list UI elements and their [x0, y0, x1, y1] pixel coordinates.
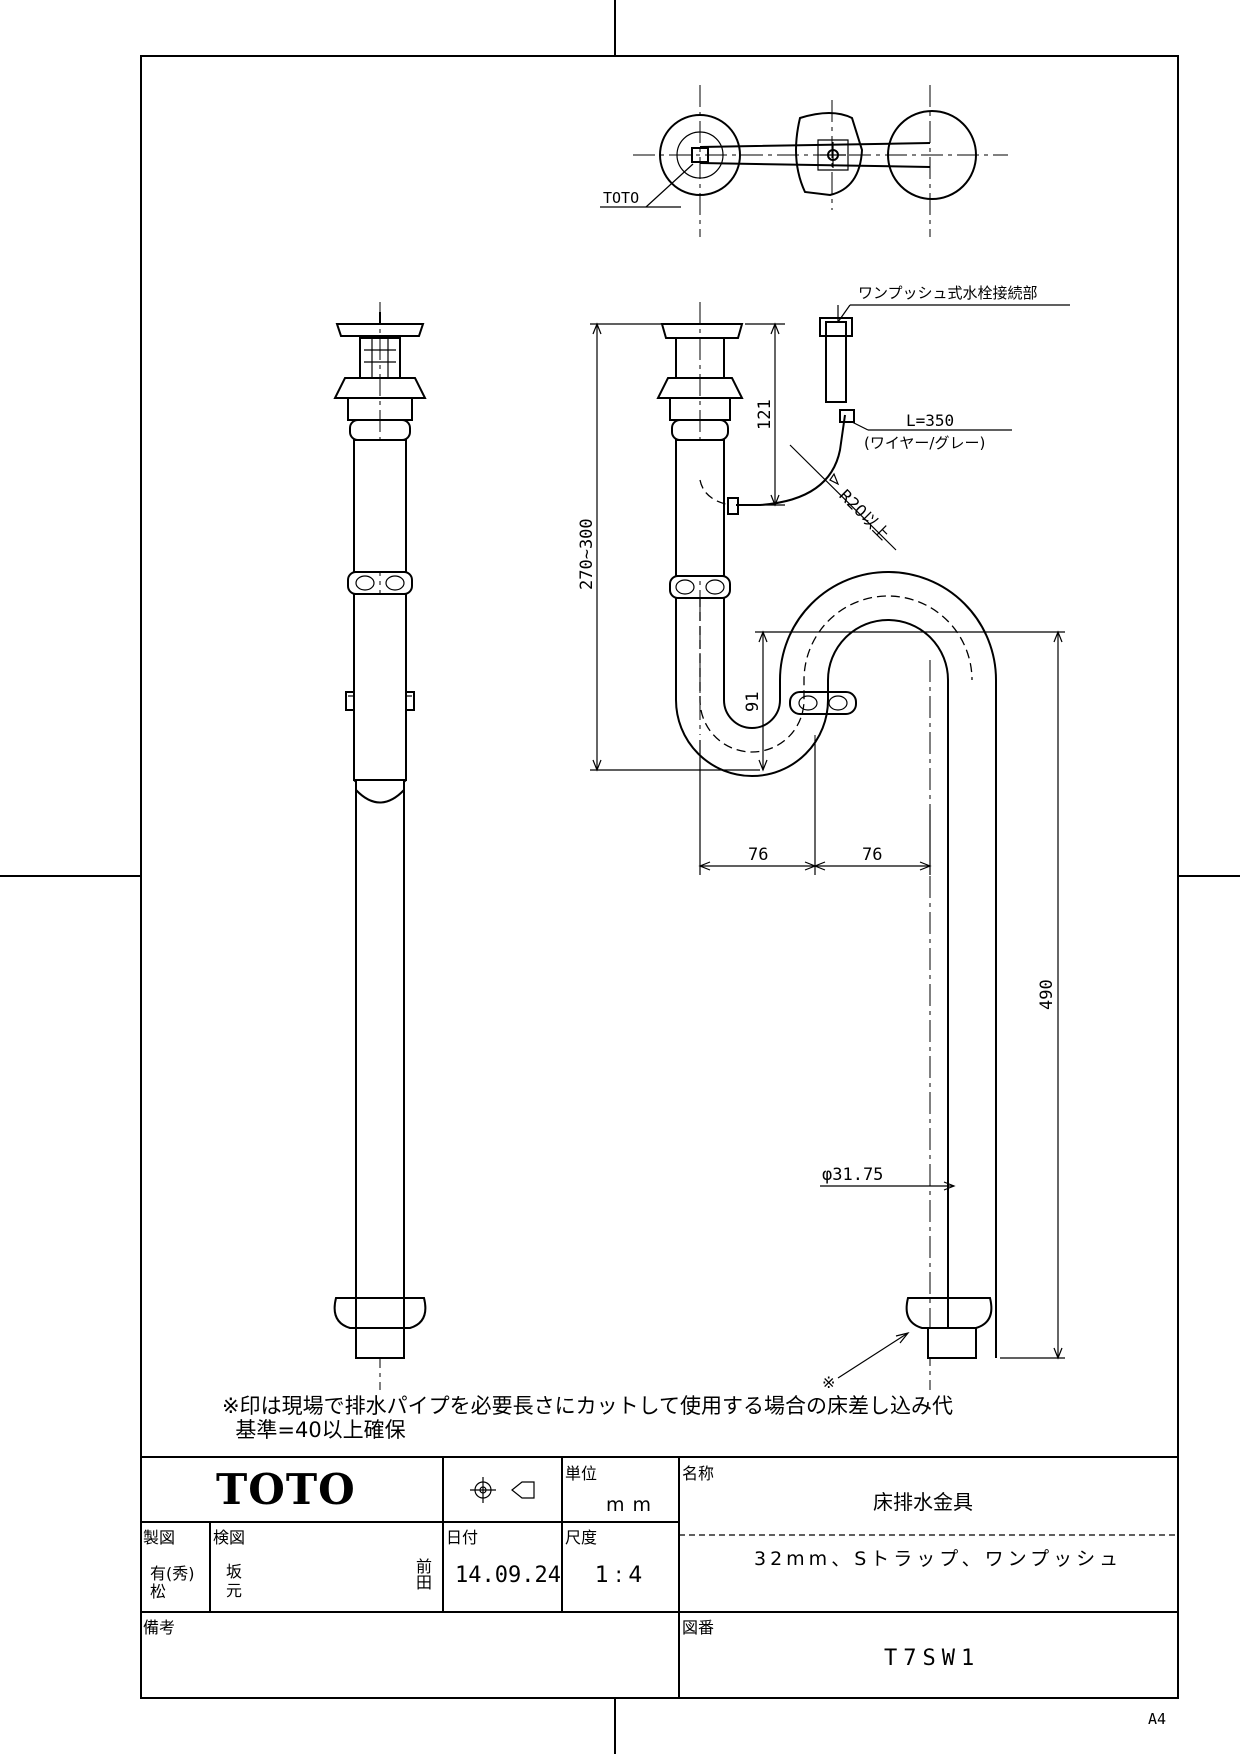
cut-allowance-note: ※印は現場で排水パイプを必要長さにカットして使用する場合の床差し込み代 基準=4… — [222, 1394, 953, 1442]
drawn-by-2: 松 — [150, 1582, 167, 1601]
drawn-label: 製図 — [143, 1528, 176, 1547]
wire-type-label: (ワイヤー/グレー) — [864, 434, 985, 452]
checked-label: 検図 — [213, 1528, 246, 1547]
product-description: 32mm、Sトラップ、ワンプッシュ — [754, 1548, 1123, 1570]
bend-radius-label: R20以上 — [835, 485, 893, 543]
checked-by-2: 元 — [226, 1581, 243, 1600]
drawing-number-label: 図番 — [682, 1618, 715, 1637]
top-view-label: TOTO — [603, 189, 639, 207]
scale-label: 尺度 — [565, 1528, 598, 1547]
note-line-1: ※印は現場で排水パイプを必要長さにカットして使用する場合の床差し込み代 — [222, 1394, 953, 1418]
side-view — [333, 302, 427, 1390]
dim-91-label: 91 — [743, 692, 763, 712]
dim-diameter-label: φ31.75 — [822, 1165, 883, 1185]
date-label: 日付 — [446, 1528, 479, 1547]
top-view: TOTO — [600, 85, 1008, 237]
unit-value: mm — [606, 1494, 660, 1516]
name-label: 名称 — [682, 1464, 715, 1483]
scale-value: 1:4 — [595, 1563, 649, 1588]
drawing-frame — [140, 55, 1179, 1699]
checked-by-1: 坂 — [226, 1562, 243, 1581]
drawn-by-1: 有(秀) — [150, 1564, 195, 1583]
dim-76-left-label: 76 — [748, 845, 768, 865]
cut-mark-symbol: ※ — [822, 1373, 835, 1392]
dim-270-300-label: 270~300 — [577, 518, 597, 590]
dim-76-right-label: 76 — [862, 845, 882, 865]
dim-490-label: 490 — [1037, 979, 1057, 1010]
dim-121-label: 121 — [755, 399, 775, 430]
company-logo: TOTO — [216, 1465, 356, 1514]
remarks-label: 備考 — [143, 1618, 176, 1637]
s-trap-view — [656, 302, 997, 1390]
connector-callout: ワンプッシュ式水栓接続部 — [858, 284, 1038, 302]
date-value: 14.09.24 — [455, 1563, 561, 1588]
wire-length-label: L=350 — [906, 411, 954, 430]
drawing-number: T7SW1 — [884, 1646, 981, 1671]
title-block-grid — [141, 1456, 1178, 1698]
note-line-2: 基準=40以上確保 — [235, 1418, 406, 1442]
sheet-size: A4 — [1148, 1710, 1167, 1728]
product-name: 床排水金具 — [873, 1490, 973, 1514]
projection-symbol-icon — [470, 1477, 535, 1503]
unit-label: 単位 — [565, 1464, 598, 1483]
approved-by: 前田 — [413, 1558, 432, 1590]
